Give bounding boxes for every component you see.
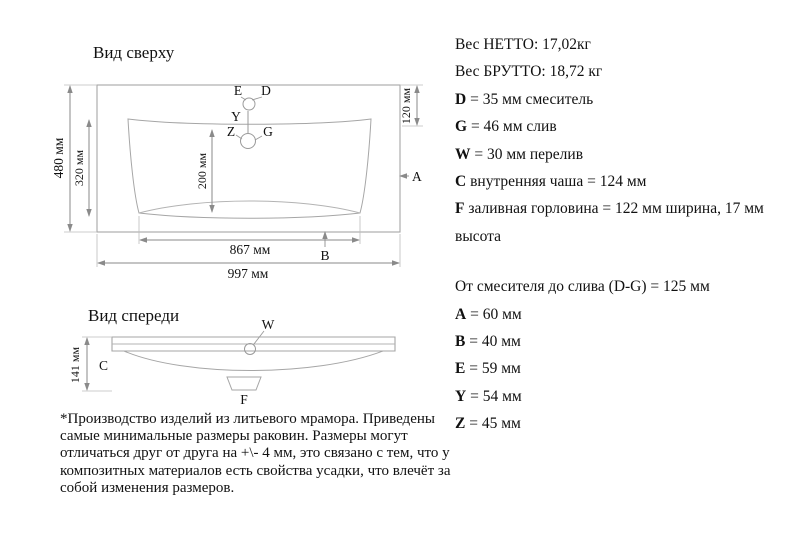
front-slab-outline bbox=[111, 336, 396, 352]
leader-g bbox=[254, 135, 263, 141]
filling-neck-outline bbox=[226, 376, 262, 391]
spec-line-z: Z = 45 мм bbox=[455, 415, 521, 433]
dim-867-label: 867 мм bbox=[230, 242, 271, 257]
dim-997-label: 997 мм bbox=[228, 266, 269, 281]
dim-320-label: 320 мм bbox=[72, 150, 86, 187]
spec-line-d: D = 35 мм смеситель bbox=[455, 90, 594, 108]
production-note: *Производство изделий из литьевого мрамо… bbox=[60, 411, 451, 496]
dim-141-label: 141 мм bbox=[68, 347, 82, 384]
spec-line-b: B = 40 мм bbox=[455, 333, 521, 351]
dim-480-label: 480 мм bbox=[51, 137, 66, 178]
dim-120-label: 120 мм bbox=[399, 88, 413, 125]
label-c: C bbox=[99, 358, 108, 373]
leader-d bbox=[251, 96, 263, 101]
spec-line-y: Y = 54 мм bbox=[455, 387, 522, 405]
basin-rim-outline bbox=[127, 118, 372, 219]
label-e: E bbox=[234, 83, 242, 98]
leader-e bbox=[240, 96, 247, 101]
technical-drawing: Вид сверху E D Y Z G A B 480 мм bbox=[51, 43, 423, 407]
top-view-title: Вид сверху bbox=[93, 43, 175, 62]
sink-outer-outline bbox=[96, 84, 401, 233]
drain-hole bbox=[240, 133, 256, 149]
front-bowl-curve bbox=[123, 350, 384, 371]
label-d: D bbox=[261, 83, 271, 98]
spec-line-w: W = 30 мм перелив bbox=[455, 145, 584, 163]
spec-line-dg-distance: От смесителя до слива (D-G) = 125 мм bbox=[455, 278, 710, 296]
leader-w bbox=[253, 330, 265, 345]
label-z: Z bbox=[227, 124, 235, 139]
label-a: A bbox=[412, 169, 422, 184]
dim-200-label: 200 мм bbox=[195, 153, 209, 190]
label-g: G bbox=[263, 124, 273, 139]
spec-line-e: E = 59 мм bbox=[455, 360, 521, 378]
overflow-hole bbox=[244, 343, 256, 355]
label-w: W bbox=[262, 317, 275, 332]
spec-line-gross-weight: Вес БРУТТО: 18,72 кг bbox=[455, 63, 603, 81]
label-y: Y bbox=[231, 109, 241, 124]
leader-z bbox=[235, 134, 243, 140]
spec-line-a: A = 60 мм bbox=[455, 305, 522, 323]
spec-line-net-weight: Вес НЕТТО: 17,02кг bbox=[455, 36, 591, 53]
label-b: B bbox=[320, 248, 329, 263]
spec-line-f: F заливная горловина = 122 мм ширина, 17… bbox=[455, 200, 764, 245]
basin-slope-curve bbox=[138, 200, 361, 214]
front-view-title: Вид спереди bbox=[88, 306, 179, 325]
faucet-hole bbox=[242, 97, 256, 111]
spec-list: Вес НЕТТО: 17,02кг Вес БРУТТО: 18,72 кг … bbox=[455, 31, 785, 438]
spec-line-g: G = 46 мм слив bbox=[455, 118, 557, 136]
label-f: F bbox=[240, 392, 248, 407]
spec-line-c: C внутренняя чаша = 124 мм bbox=[455, 173, 647, 191]
